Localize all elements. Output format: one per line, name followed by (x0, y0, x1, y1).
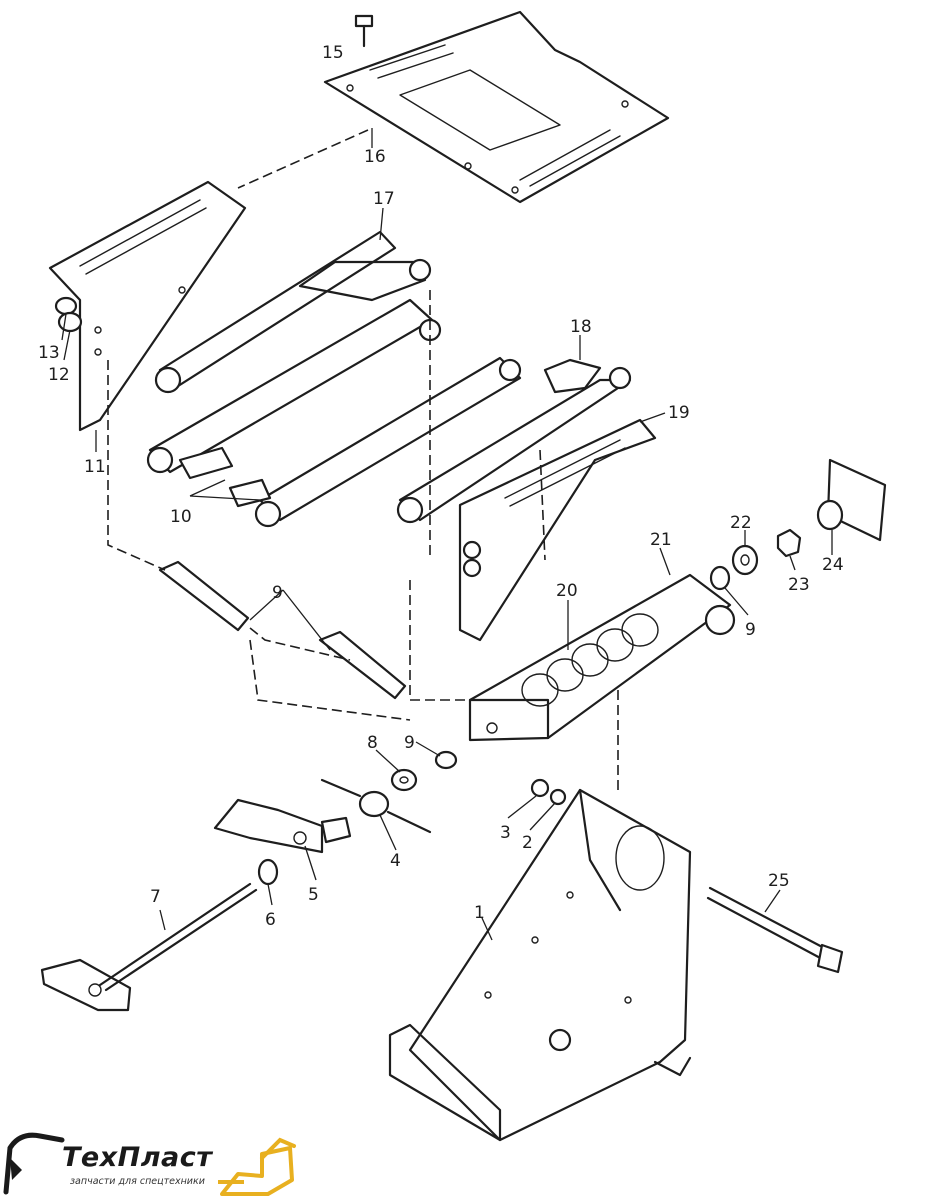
callout-20: 20 (556, 581, 578, 601)
part-20-21-spring-box (468, 573, 736, 742)
part-9-washer-lower (434, 750, 458, 770)
part-16-mounting-plate (323, 10, 670, 204)
part-2-3-nuts (530, 778, 567, 806)
callout-7: 7 (150, 887, 161, 907)
callout-5: 5 (308, 885, 319, 905)
assembly-lines (107, 129, 619, 790)
callout-2: 2 (522, 833, 533, 853)
callout-4: 4 (390, 851, 401, 871)
part-7-adjusting-screw (40, 882, 258, 1012)
part-10-pins (158, 560, 407, 700)
callout-6: 6 (265, 910, 276, 930)
part-4-eye-shaft (320, 778, 432, 834)
callout-3: 3 (500, 823, 511, 843)
part-9-washer-upper (709, 565, 731, 591)
callout-17: 17 (373, 189, 395, 209)
part-6-washer (257, 858, 279, 886)
leader-lines (61, 128, 833, 941)
callout-23: 23 (788, 575, 810, 595)
callout-12: 11 (84, 457, 106, 477)
part-18-clevis (543, 358, 632, 394)
part-25-pivot-bolt (706, 886, 844, 974)
callout-9-upper: 9 (745, 620, 756, 640)
callout-13: 12 (48, 365, 70, 385)
callout-8: 8 (367, 733, 378, 753)
part-1-base-frame (388, 788, 692, 1142)
callout-18: 18 (570, 317, 592, 337)
callout-14: 13 (38, 343, 60, 363)
part-5-lever (213, 798, 352, 854)
part-22-washer (731, 544, 759, 576)
callout-16: 16 (364, 147, 386, 167)
callout-25: 25 (768, 871, 790, 891)
brand-logo: ТехПласт запчасти для спецтехники (0, 1118, 300, 1200)
part-24-bushing-plate (816, 458, 887, 542)
callout-19: 19 (668, 403, 690, 423)
callout-11: 10 (170, 507, 192, 527)
part-17-upper-links (146, 230, 442, 474)
callout-10: 9 (272, 583, 283, 603)
callout-15: 15 (322, 43, 344, 63)
logo-subtitle: запчасти для спецтехники (70, 1176, 205, 1187)
part-23-nut (776, 528, 802, 558)
part-8-washer (390, 768, 418, 792)
part-19-right-bracket (458, 418, 657, 642)
part-11-lower-links (178, 356, 632, 528)
part-12-left-bracket (48, 180, 247, 432)
excavator-icon (3, 1132, 296, 1196)
callout-1: 1 (474, 903, 485, 923)
callout-24: 24 (822, 555, 844, 575)
callout-labels: 15 16 17 18 19 22 21 23 24 20 9 13 12 11… (38, 43, 844, 930)
callout-9-lower: 9 (404, 733, 415, 753)
part-13-14-nut-washer (54, 296, 83, 333)
callout-22: 22 (730, 513, 752, 533)
callout-21: 21 (650, 530, 672, 550)
part-15-bolt (354, 14, 374, 48)
logo-title: ТехПласт (62, 1142, 213, 1173)
